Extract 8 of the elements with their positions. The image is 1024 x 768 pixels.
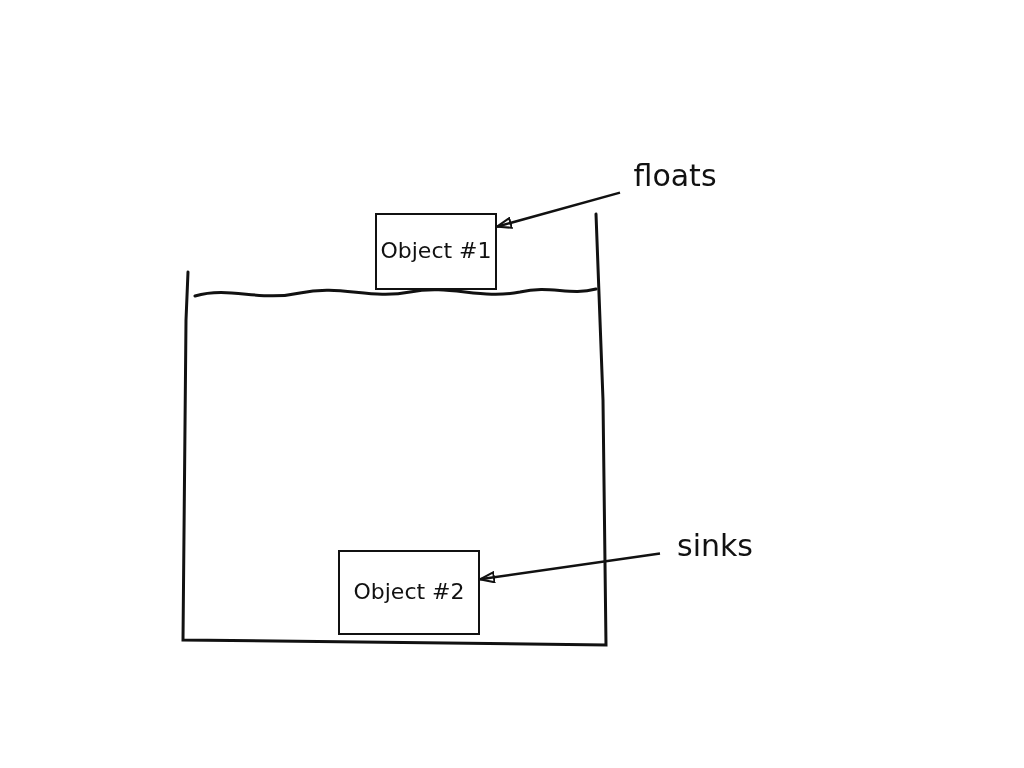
arrow: [496, 191, 621, 229]
arrow: [479, 552, 661, 584]
annotation-text: floats: [633, 157, 717, 193]
annotation-text: sinks: [677, 527, 753, 563]
object-box: [338, 550, 480, 635]
object-box: [375, 213, 497, 290]
object-label: Object #1: [380, 238, 492, 265]
object-label: Object #2: [353, 579, 465, 606]
